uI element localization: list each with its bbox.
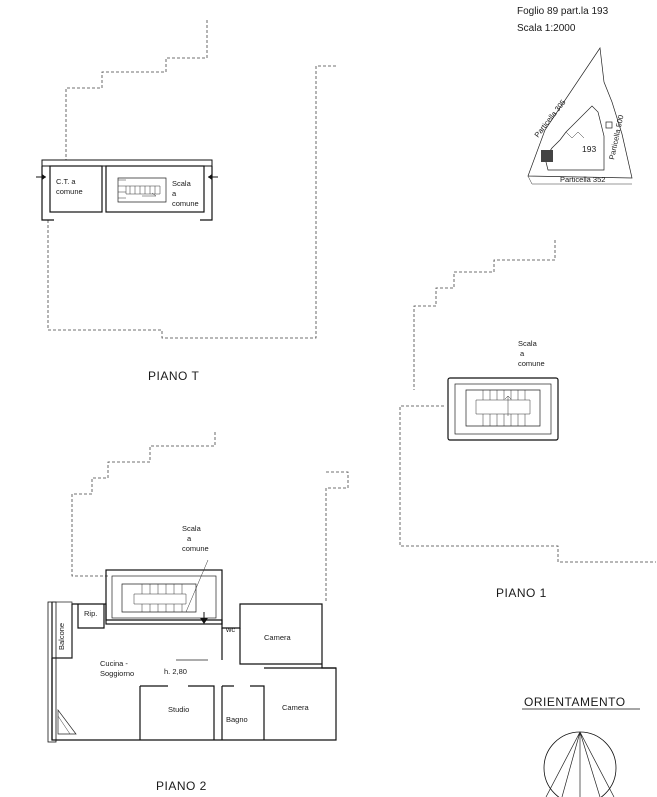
sheet-reference: Foglio 89 part.la 193 <box>517 6 609 17</box>
piano-2-plan: Scala a comune Rip. Balcone wc Camera Cu… <box>47 432 349 793</box>
piano-1-plan: Scala a comune PIANO 1 <box>399 240 656 600</box>
cucina-label-line2: Soggiorno <box>100 669 134 678</box>
orientation-symbol: ORIENTAMENTO <box>522 695 640 797</box>
scala-1-label-line3: comune <box>518 359 545 368</box>
studio-label: Studio <box>168 705 189 714</box>
piano-t-plan: C.T. a comune Scala a comune PIANO T <box>36 20 338 383</box>
camera-1-label: Camera <box>264 633 292 642</box>
orientamento-title: ORIENTAMENTO <box>524 695 626 709</box>
parcel-number: 193 <box>582 144 596 154</box>
scale-label: Scala 1:2000 <box>517 23 576 34</box>
height-label: h. 2,80 <box>164 667 187 676</box>
bagno-label: Bagno <box>226 715 248 724</box>
cucina-label-line1: Cucina - <box>100 659 128 668</box>
scala-1-label-line2: a <box>520 349 525 358</box>
wc-label: wc <box>225 625 235 634</box>
scala-2-label-line1: Scala <box>182 524 202 533</box>
scala-2-label-line2: a <box>187 534 192 543</box>
scala-t-label-line2: a <box>172 189 177 198</box>
scala-2-label-line3: comune <box>182 544 209 553</box>
particella-305-label: Particella 305 <box>532 98 567 139</box>
camera-2-label: Camera <box>282 703 310 712</box>
piano-t-title: PIANO T <box>148 369 199 383</box>
scala-t-label-line3: comune <box>172 199 199 208</box>
scala-t-label-line1: Scala <box>172 179 192 188</box>
balcone-label: Balcone <box>57 623 66 650</box>
rip-label: Rip. <box>84 609 97 618</box>
particella-352-label: Particella 352 <box>560 175 605 184</box>
piano-2-title: PIANO 2 <box>156 779 207 793</box>
ct-label-line1: C.T. a <box>56 177 76 186</box>
scala-1-label-line1: Scala <box>518 339 538 348</box>
piano-1-title: PIANO 1 <box>496 586 547 600</box>
ct-label-line2: comune <box>56 187 83 196</box>
site-plan: Particella 305 Particella 500 Particella… <box>527 47 633 185</box>
